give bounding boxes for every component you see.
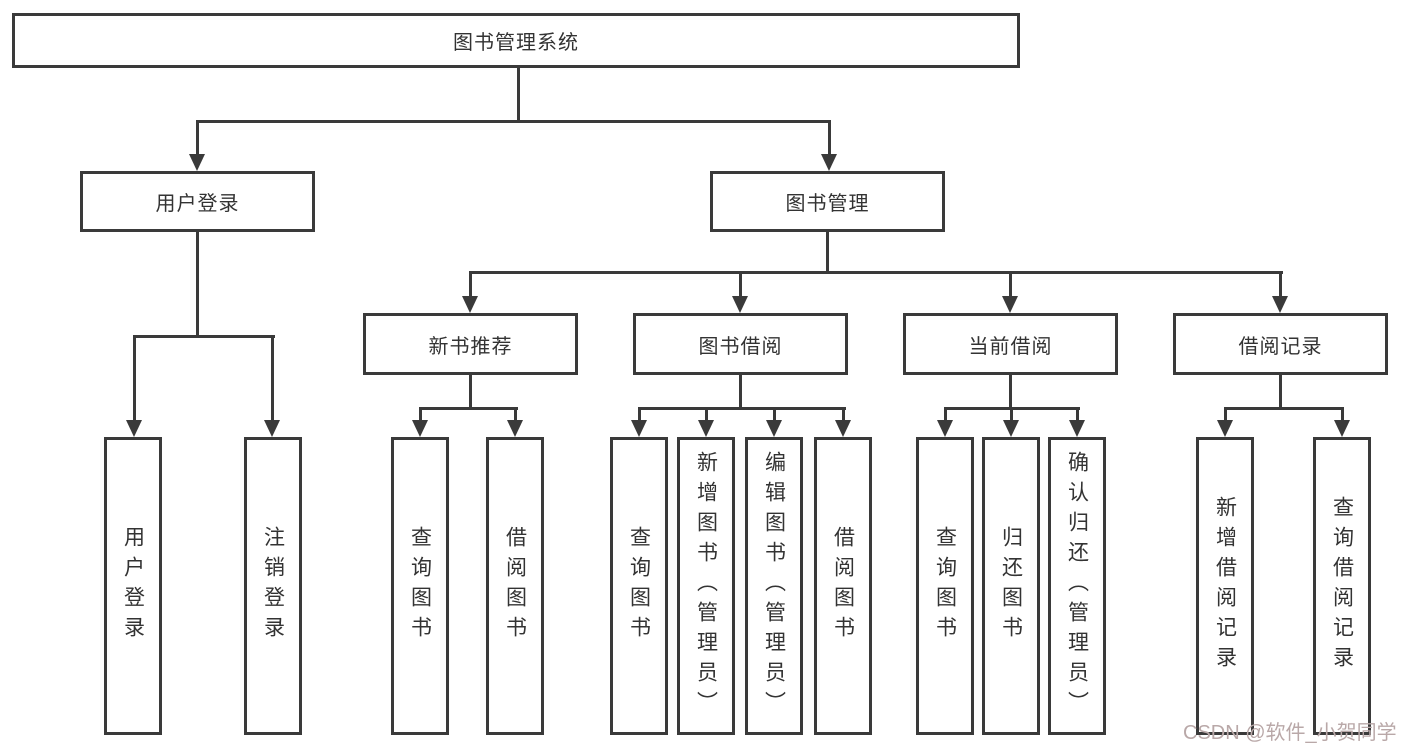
- arrow-down-icon: [732, 296, 748, 313]
- connector-line: [944, 407, 947, 423]
- connector-line: [638, 407, 846, 410]
- node-label: 查询图书: [627, 526, 651, 646]
- node-label: 用户登录: [121, 526, 145, 646]
- node-borrow-record: 借阅记录: [1173, 313, 1388, 375]
- node-query-borrow-record: 查询借阅记录: [1313, 437, 1371, 735]
- node-current-borrow: 当前借阅: [903, 313, 1118, 375]
- connector-line: [271, 335, 274, 422]
- node-label: 查询图书: [408, 526, 432, 646]
- connector-line: [1076, 407, 1079, 423]
- connector-line: [196, 120, 199, 156]
- node-label: 借阅图书: [831, 526, 855, 646]
- arrow-down-icon: [1334, 420, 1350, 437]
- arrow-down-icon: [766, 420, 782, 437]
- connector-line: [469, 375, 472, 410]
- connector-line: [133, 335, 275, 338]
- node-label: 归还图书: [999, 526, 1023, 646]
- node-label: 确认归还（管理员）: [1065, 451, 1089, 721]
- node-add-book-admin: 新增图书（管理员）: [677, 437, 735, 735]
- arrow-down-icon: [631, 420, 647, 437]
- arrow-down-icon: [821, 154, 837, 171]
- connector-line: [705, 407, 708, 423]
- arrow-down-icon: [507, 420, 523, 437]
- connector-line: [517, 68, 520, 120]
- arrow-down-icon: [462, 296, 478, 313]
- connector-line: [842, 407, 845, 423]
- arrow-down-icon: [1003, 420, 1019, 437]
- connector-line: [1224, 407, 1227, 423]
- arrow-down-icon: [1217, 420, 1233, 437]
- connector-line: [773, 407, 776, 423]
- connector-line: [133, 335, 136, 422]
- node-query-books-current: 查询图书: [916, 437, 974, 735]
- node-label: 当前借阅: [968, 335, 1053, 358]
- arrow-down-icon: [937, 420, 953, 437]
- node-label: 查询借阅记录: [1330, 496, 1354, 676]
- arrow-down-icon: [126, 420, 142, 437]
- node-label: 新书推荐: [428, 335, 513, 358]
- connector-line: [419, 407, 422, 423]
- csdn-watermark: CSDN @软件_小贺同学: [1183, 722, 1397, 744]
- connector-line: [638, 407, 641, 423]
- connector-line: [1009, 271, 1012, 299]
- node-label: 图书借阅: [698, 335, 783, 358]
- node-label: 图书管理: [785, 193, 870, 215]
- node-label: 新增借阅记录: [1213, 496, 1237, 676]
- connector-line: [469, 271, 1283, 274]
- connector-line: [739, 271, 742, 299]
- connector-line: [1279, 375, 1282, 410]
- connector-line: [1341, 407, 1344, 423]
- arrow-down-icon: [1002, 296, 1018, 313]
- connector-line: [196, 120, 831, 123]
- connector-line: [1010, 407, 1013, 423]
- connector-line: [828, 120, 831, 156]
- node-book-management: 图书管理: [710, 171, 945, 232]
- node-confirm-return-admin: 确认归还（管理员）: [1048, 437, 1106, 735]
- node-label: 注销登录: [261, 526, 285, 646]
- node-user-login: 用户登录: [104, 437, 162, 735]
- arrow-down-icon: [412, 420, 428, 437]
- node-label: 借阅图书: [503, 526, 527, 646]
- node-add-borrow-record: 新增借阅记录: [1196, 437, 1254, 735]
- node-label: 图书管理系统: [453, 32, 579, 54]
- node-label: 新增图书（管理员）: [694, 451, 718, 721]
- node-edit-book-admin: 编辑图书（管理员）: [745, 437, 803, 735]
- node-label: 借阅记录: [1238, 335, 1323, 358]
- connector-line: [196, 232, 199, 338]
- node-user-login-group: 用户登录: [80, 171, 315, 232]
- node-library-management-system: 图书管理系统: [12, 13, 1020, 68]
- connector-line: [826, 232, 829, 274]
- connector-line: [419, 407, 518, 410]
- arrow-down-icon: [264, 420, 280, 437]
- node-borrow-books: 借阅图书: [814, 437, 872, 735]
- node-label: 编辑图书（管理员）: [762, 451, 786, 721]
- connector-line: [1224, 407, 1344, 410]
- node-label: 用户登录: [155, 193, 240, 215]
- node-book-borrow: 图书借阅: [633, 313, 848, 375]
- arrow-down-icon: [698, 420, 714, 437]
- connector-line: [1009, 375, 1012, 410]
- arrow-down-icon: [1069, 420, 1085, 437]
- connector-line: [1279, 271, 1282, 299]
- node-query-books-recommend: 查询图书: [391, 437, 449, 735]
- arrow-down-icon: [835, 420, 851, 437]
- node-new-book-recommend: 新书推荐: [363, 313, 578, 375]
- node-return-book: 归还图书: [982, 437, 1040, 735]
- arrow-down-icon: [189, 154, 205, 171]
- connector-line: [514, 407, 517, 423]
- node-query-books-borrow: 查询图书: [610, 437, 668, 735]
- node-borrow-books-recommend: 借阅图书: [486, 437, 544, 735]
- node-logout: 注销登录: [244, 437, 302, 735]
- node-label: 查询图书: [933, 526, 957, 646]
- arrow-down-icon: [1272, 296, 1288, 313]
- connector-line: [469, 271, 472, 299]
- connector-line: [739, 375, 742, 410]
